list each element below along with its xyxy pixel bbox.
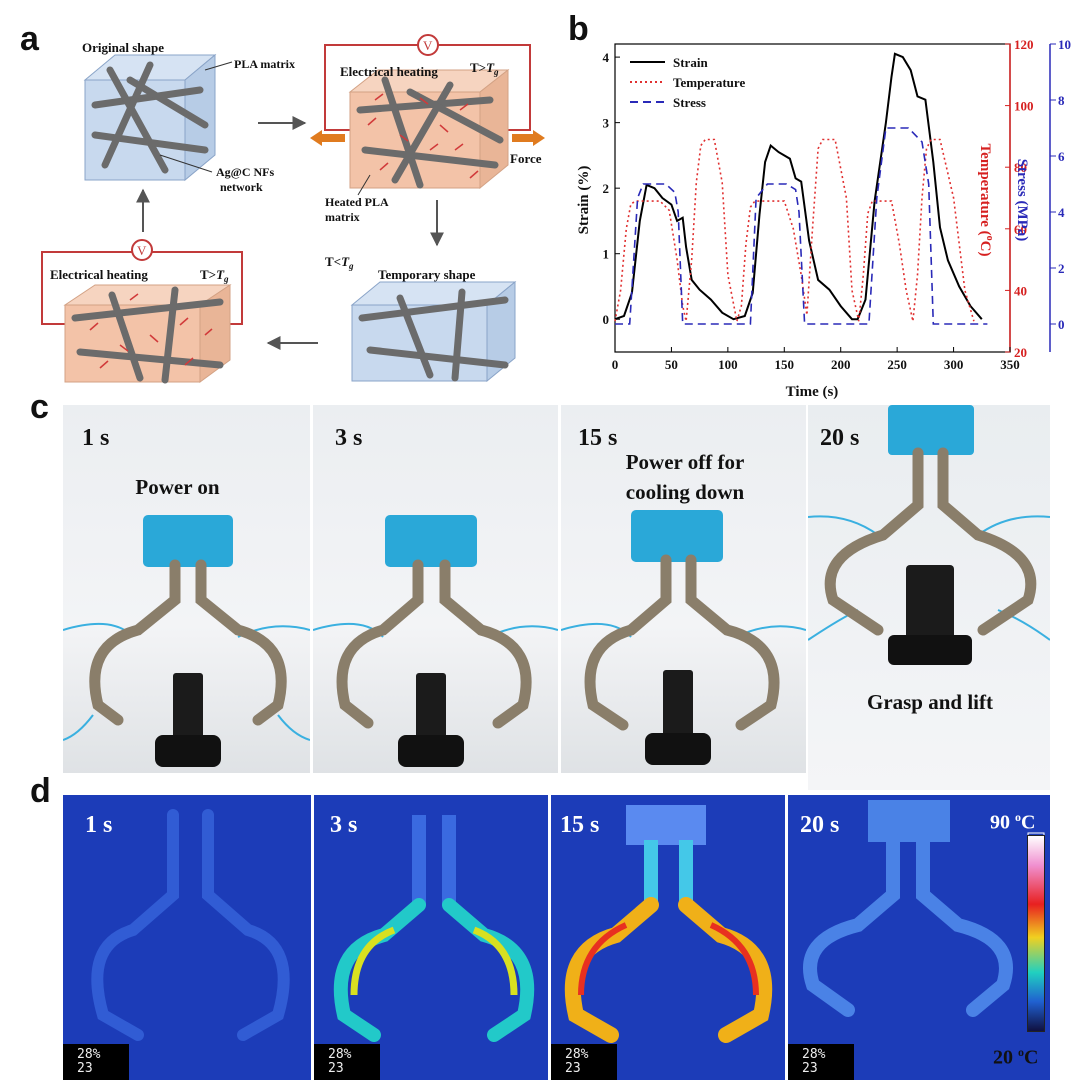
legend-stress-label: Stress <box>673 95 706 110</box>
agc-network-label-2: network <box>220 180 263 194</box>
y-stress-tick-label: 0 <box>1058 317 1065 332</box>
y-temp-tick-label: 40 <box>1014 283 1027 298</box>
panel-label-b: b <box>568 10 589 48</box>
photo-caption-3-line2: cooling down <box>625 480 745 504</box>
thermal-time-3: 15 s <box>560 812 600 838</box>
x-tick-label: 100 <box>718 357 738 372</box>
photo-frame-4 <box>808 405 1050 790</box>
panel-label-c: c <box>30 388 49 426</box>
y-axis-label-stress: Stress (MPa) <box>1014 159 1030 242</box>
y-temp-tick-label: 80 <box>1014 160 1027 175</box>
y-left-tick-label: 0 <box>603 312 610 327</box>
thermal-frame-4: 28%23 <box>788 795 1050 1080</box>
force-label: Force <box>510 151 542 166</box>
x-tick-label: 50 <box>665 357 678 372</box>
photo-time-4: 20 s <box>820 425 860 451</box>
y-temp-tick-label: 20 <box>1014 345 1027 360</box>
heated-cube <box>324 34 531 190</box>
heated-cube-bottom <box>41 239 243 384</box>
y-temp-tick-label: 120 <box>1014 37 1034 52</box>
x-tick-label: 300 <box>944 357 964 372</box>
schematic-diagram: Original shape PLA matrix Ag@C NFs netwo… <box>41 34 545 384</box>
heated-pla-label-1: Heated PLA <box>325 195 389 209</box>
y-stress-tick-label: 2 <box>1058 261 1065 276</box>
tg-condition-bottom: T>Tg <box>200 267 229 284</box>
photo-time-2: 3 s <box>335 425 363 451</box>
photo-caption-4: Grasp and lift <box>866 690 994 714</box>
y-left-tick-label: 1 <box>603 247 610 262</box>
voltmeter-symbol-top: V <box>423 38 433 53</box>
pla-matrix-label: PLA matrix <box>234 57 295 71</box>
thermal-time-2: 3 s <box>330 812 358 838</box>
thermal-color-scale <box>1027 835 1045 1032</box>
thermal-overlay-1: 28%23 <box>63 1044 129 1080</box>
series-stress-line <box>615 127 988 325</box>
temporary-shape-label: Temporary shape <box>378 267 476 282</box>
photo-time-3: 15 s <box>578 425 618 451</box>
y-stress-tick-label: 6 <box>1058 149 1065 164</box>
thermal-overlay-2: 28%23 <box>314 1044 380 1080</box>
y-axis-label-left: Strain (%) <box>576 166 592 235</box>
force-arrow-right <box>512 130 545 146</box>
thermal-frame-1: 28%23 <box>63 795 311 1080</box>
voltmeter-symbol-bottom: V <box>137 243 147 258</box>
photo-caption-3-line1: Power off for <box>625 450 745 474</box>
panel-label-a: a <box>20 20 39 58</box>
photo-frame-3 <box>561 405 806 773</box>
temporary-shape-cube <box>350 280 517 383</box>
series-temperature-line <box>614 138 975 322</box>
x-tick-label: 150 <box>775 357 795 372</box>
y-left-tick-label: 2 <box>603 181 610 196</box>
x-axis-label: Time (s) <box>786 384 839 400</box>
photo-frame-1 <box>63 405 310 773</box>
plot-frame <box>614 43 1011 353</box>
agc-network-label-1: Ag@C NFs <box>216 165 274 179</box>
x-tick-label: 350 <box>1000 357 1020 372</box>
thermal-time-4: 20 s <box>800 812 840 838</box>
x-tick-label: 200 <box>831 357 851 372</box>
chart-legend: Strain Temperature Stress <box>630 55 745 110</box>
x-tick-label: 250 <box>887 357 907 372</box>
heated-pla-label-2: matrix <box>325 210 360 224</box>
y-temp-tick-label: 60 <box>1014 222 1027 237</box>
thermal-time-1: 1 s <box>85 812 113 838</box>
x-tick-label: 0 <box>612 357 619 372</box>
series-strain-line <box>614 52 983 321</box>
y-stress-tick-label: 8 <box>1058 93 1065 108</box>
thermal-frame-3: 28%23 <box>551 795 785 1080</box>
legend-temperature-label: Temperature <box>673 75 745 90</box>
original-shape-label: Original shape <box>82 40 164 55</box>
force-arrow-left <box>310 130 345 146</box>
photo-time-1: 1 s <box>82 425 110 451</box>
thermal-frame-2: 28%23 <box>314 795 548 1080</box>
electrical-heating-label-top: Electrical heating <box>340 64 438 79</box>
y-temp-tick-label: 100 <box>1014 99 1034 114</box>
scale-max-label: 90 oC <box>990 810 1036 834</box>
tg-condition-top: T>Tg <box>470 60 499 77</box>
tlt-condition: T<Tg <box>325 254 354 271</box>
scale-min-label: 20 oC <box>993 1045 1039 1069</box>
y-stress-tick-label: 4 <box>1058 205 1065 220</box>
panel-label-d: d <box>30 772 51 810</box>
y-left-tick-label: 3 <box>603 116 610 131</box>
y-left-tick-label: 4 <box>603 50 610 65</box>
legend-strain-label: Strain <box>673 55 708 70</box>
thermal-overlay-3: 28%23 <box>551 1044 617 1080</box>
original-shape-cube <box>83 53 217 182</box>
electrical-heating-label-bottom: Electrical heating <box>50 267 148 282</box>
photo-frame-2 <box>313 405 558 773</box>
photo-caption-1: Power on <box>135 475 220 499</box>
thermal-overlay-4: 28%23 <box>788 1044 854 1080</box>
y-axis-label-temperature: Temperature (oC) <box>977 144 995 257</box>
y-stress-tick-label: 10 <box>1058 37 1071 52</box>
